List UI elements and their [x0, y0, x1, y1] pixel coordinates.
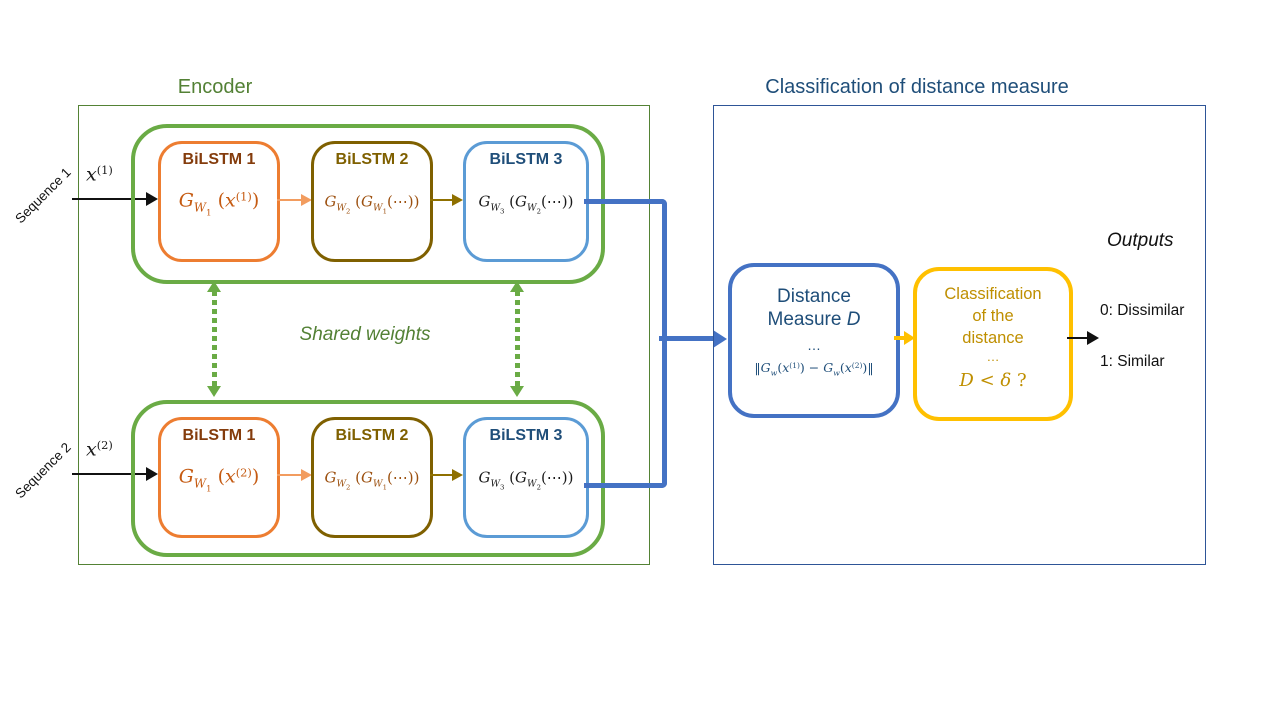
sequence1-input-arrow	[72, 191, 158, 206]
encoder-output-connector	[584, 199, 667, 488]
bilstm1-formula: GW1 (x(1))	[178, 189, 260, 219]
decision-box-dots: …	[986, 349, 1000, 364]
encoder-section-title: Encoder	[177, 76, 253, 98]
bilstm3-title: BiLSTM 3	[489, 151, 563, 168]
arrow-dash-line	[514, 291, 520, 387]
output-similar-label: 1: Similar	[1100, 353, 1165, 370]
encoder-outer-box	[78, 105, 650, 565]
branch2-shared-container	[131, 400, 605, 557]
branch2-bilstm3-box: BiLSTM 3 GW3 (GW2(⋯))	[463, 417, 589, 538]
bilstm2-title: BiLSTM 2	[335, 151, 409, 168]
branch1-bilstm3-box: BiLSTM 3 GW3 (GW2(⋯))	[463, 141, 589, 262]
decision-box: Classification of the distance … D < δ ?	[913, 267, 1073, 421]
branch1-arrow-1to2	[277, 193, 312, 206]
branch1-shared-container	[131, 124, 605, 284]
branch1-arrow-2to3	[430, 193, 463, 206]
branch2-arrow-2to3	[430, 468, 463, 481]
outputs-title: Outputs	[1107, 230, 1174, 251]
distance-formula: ‖Gw(x(1)) − Gw(x(2))‖	[754, 360, 874, 378]
shared-weights-label: Shared weights	[299, 324, 431, 345]
branch1-bilstm2-box: BiLSTM 2 GW2 (GW1(⋯))	[311, 141, 433, 262]
bilstm3-formula: GW3 (GW2(⋯))	[478, 468, 574, 492]
bilstm2-formula: GW2 (GW1(⋯))	[324, 192, 420, 216]
decision-condition: D < δ ?	[959, 370, 1027, 391]
bilstm2-formula: GW2 (GW1(⋯))	[324, 468, 420, 492]
decision-output-arrow	[1067, 330, 1099, 345]
distance-box-line1: Distance	[777, 286, 851, 307]
classifier-section-title: Classification of distance measure	[765, 76, 1069, 98]
shared-weights-arrow-right	[510, 281, 524, 397]
decision-box-line2: of the	[972, 307, 1014, 325]
decision-box-line3: distance	[962, 329, 1024, 347]
distance-box-line2: Measure D	[767, 309, 861, 330]
x1-input-label: x(1)	[86, 163, 113, 186]
bilstm1-title: BiLSTM 1	[182, 151, 256, 168]
decision-box-line1: Classification	[944, 285, 1042, 303]
bilstm1-title: BiLSTM 1	[182, 427, 256, 444]
bilstm2-title: BiLSTM 2	[335, 427, 409, 444]
bilstm1-formula: GW1 (x(2))	[178, 465, 260, 495]
sequence2-input-arrow	[72, 466, 158, 481]
sequence2-label: Sequence 2	[12, 439, 74, 502]
arrow-dash-line	[211, 291, 217, 387]
sequence1-label: Sequence 1	[12, 164, 74, 227]
bilstm3-formula: GW3 (GW2(⋯))	[478, 192, 574, 216]
distance-measure-box: Distance Measure D … ‖Gw(x(1)) − Gw(x(2)…	[728, 263, 900, 418]
classifier-outer-box	[713, 105, 1206, 565]
x2-input-label: x(2)	[86, 438, 113, 461]
distance-box-dots: …	[807, 337, 821, 353]
merged-output-arrow	[659, 329, 727, 348]
branch2-bilstm2-box: BiLSTM 2 GW2 (GW1(⋯))	[311, 417, 433, 538]
branch2-bilstm1-box: BiLSTM 1 GW1 (x(2))	[158, 417, 280, 538]
output-dissimilar-label: 0: Dissimilar	[1100, 302, 1185, 319]
shared-weights-arrow-left	[207, 281, 221, 397]
bilstm3-title: BiLSTM 3	[489, 427, 563, 444]
distance-to-decision-arrow	[894, 331, 915, 345]
branch2-arrow-1to2	[277, 468, 312, 481]
branch1-bilstm1-box: BiLSTM 1 GW1 (x(1))	[158, 141, 280, 262]
